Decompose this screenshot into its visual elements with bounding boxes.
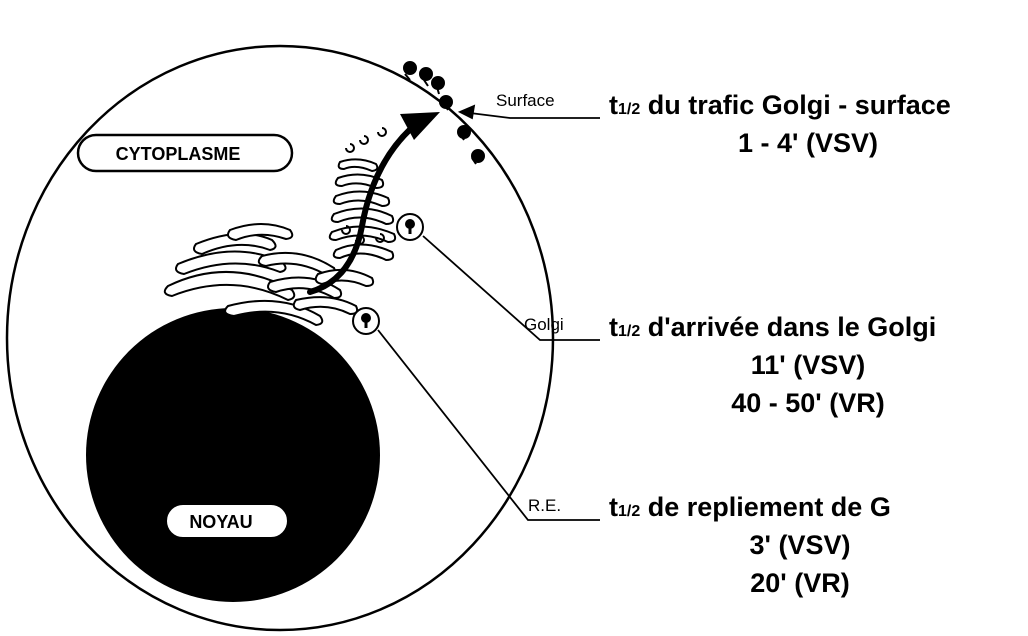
golgi-marker [396,213,424,241]
vesicle [375,233,385,243]
er-leader-line [377,329,600,521]
surface-protein [419,67,433,87]
er-marker [352,307,380,335]
surface-info-heading: t1/2 du trafic Golgi - surface [609,90,951,120]
leader-lines [377,104,600,521]
nucleus-label-text: NOYAU [189,512,252,532]
er-cisterna [314,268,375,288]
golgi-label: Golgi [524,315,564,334]
surface-proteins [403,61,485,165]
golgi-cisterna [332,243,395,262]
surface-info-line1: 1 - 4' (VSV) [738,128,878,158]
er-cisterna [163,271,296,302]
surface-protein [457,125,471,141]
er-cisterna [227,223,294,242]
golgi-info: t1/2 d'arrivée dans le Golgi 11' (VSV) 4… [609,312,936,418]
er-cisterna [175,250,287,276]
surface-leader-arrowhead [457,104,476,120]
vesicle [341,225,351,235]
er-cisterna [292,296,359,316]
nucleus [86,308,380,602]
transport-arrow [307,121,419,295]
surface-info: t1/2 du trafic Golgi - surface 1 - 4' (V… [609,90,951,158]
vesicle [377,127,387,137]
cytoplasm-label: CYTOPLASME [76,133,294,173]
nucleus-label: NOYAU [165,503,289,539]
er-info-line1: 3' (VSV) [750,530,851,560]
golgi-cisterna [337,158,379,173]
surface-label: Surface [496,91,555,110]
vesicle [359,135,369,145]
vesicle [345,143,355,153]
surface-protein [471,149,485,165]
golgi-info-line1: 11' (VSV) [751,350,865,380]
surface-protein [431,76,445,95]
cytoplasm-label-text: CYTOPLASME [116,144,241,164]
golgi-info-heading: t1/2 d'arrivée dans le Golgi [609,312,936,342]
transport-arrowhead [400,112,440,140]
surface-protein [403,61,417,81]
golgi-leader-line [422,235,600,341]
er-label: R.E. [528,496,561,515]
er-info-line2: 20' (VR) [750,568,849,598]
er-info-heading: t1/2 de repliement de G [609,492,891,522]
er-info: t1/2 de repliement de G 3' (VSV) 20' (VR… [609,492,891,598]
golgi-info-line2: 40 - 50' (VR) [731,388,884,418]
surface-leader-line [461,111,600,119]
surface-protein [439,95,453,111]
